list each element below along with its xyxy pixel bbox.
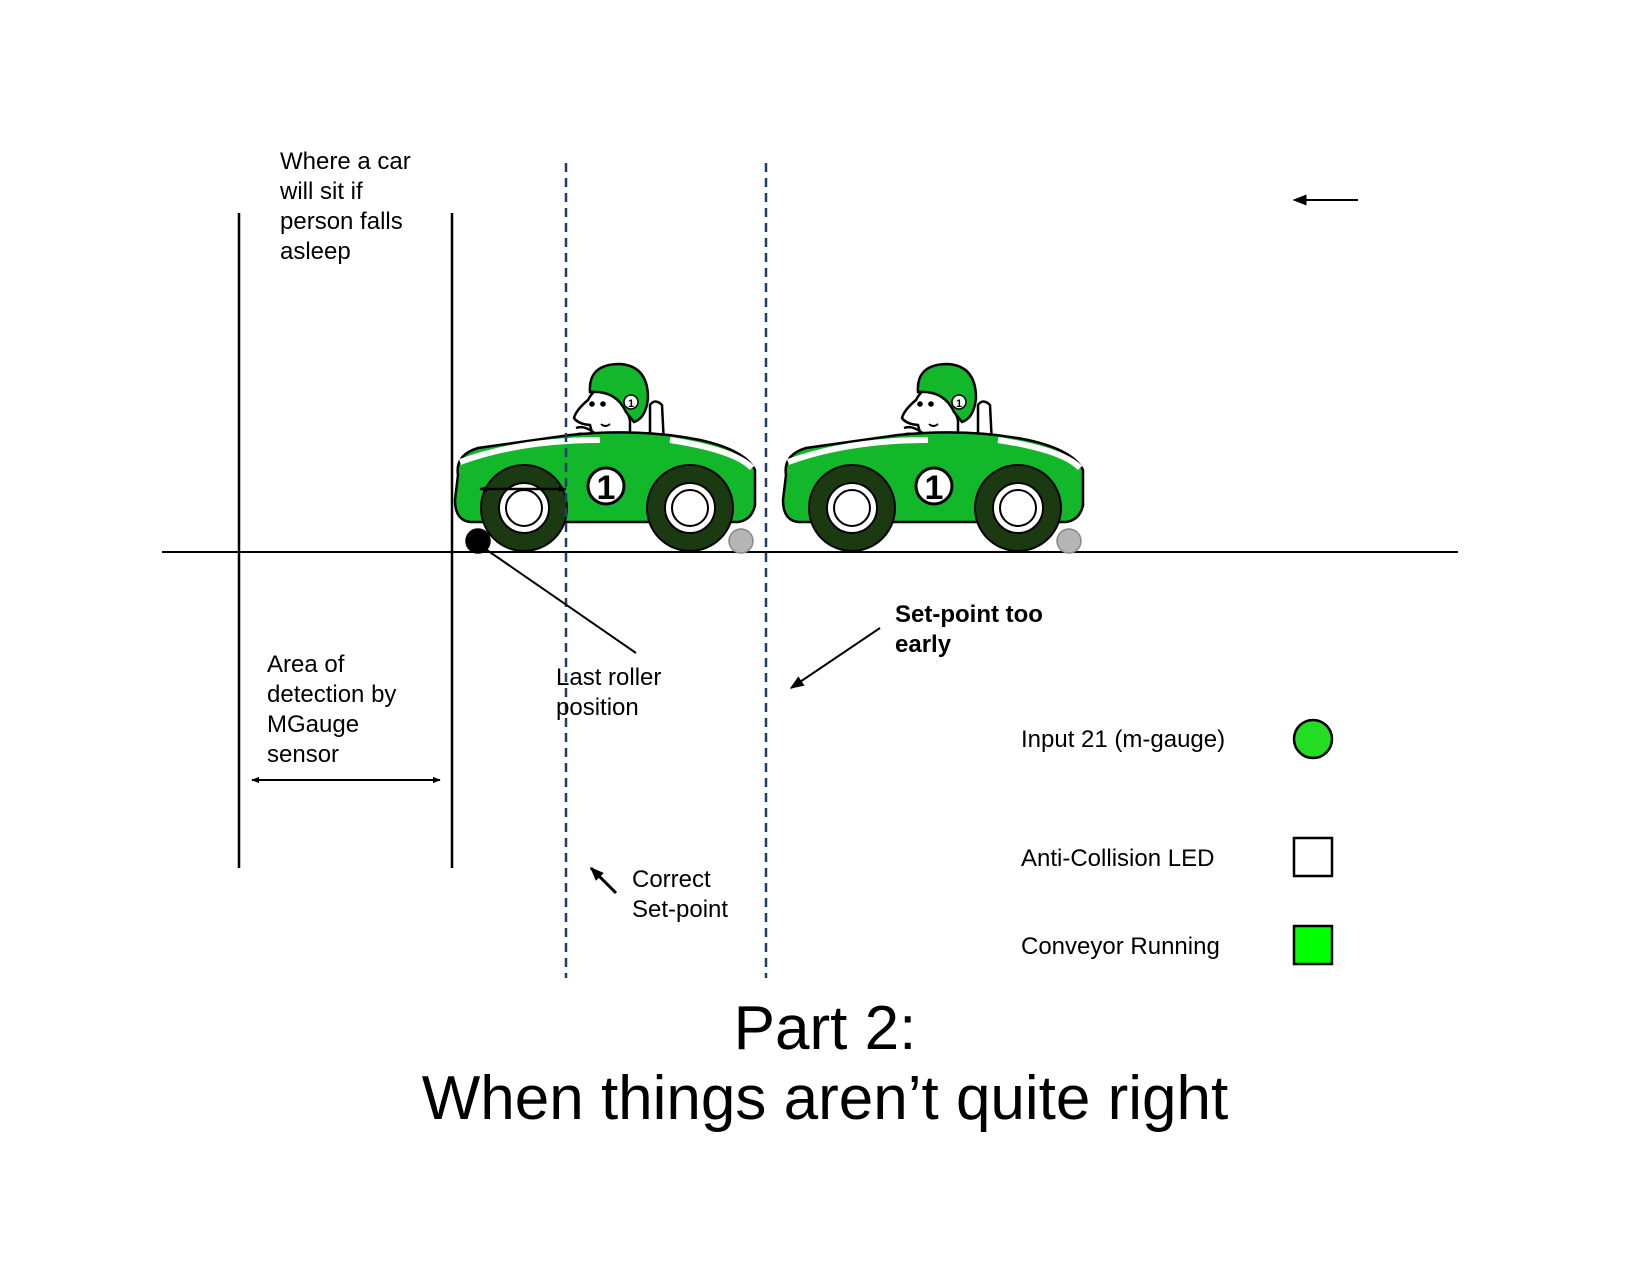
title-line-2: When things aren’t quite right (421, 1064, 1229, 1133)
legend-input-21-label: Input 21 (m-gauge) (1021, 726, 1226, 753)
correct-setpoint-arrow (589, 866, 618, 895)
last-roller (465, 528, 491, 554)
legend-anti-collision-label: Anti-Collision LED (1021, 845, 1215, 872)
input-21-indicator (1292, 718, 1334, 760)
conveyor-running-indicator (1292, 924, 1334, 966)
race-car-icon (783, 364, 1083, 551)
anti-collision-led-indicator (1292, 836, 1334, 878)
legend-conveyor-running-label: Conveyor Running (1021, 933, 1220, 960)
roller (1056, 528, 1082, 554)
detection-area-label: Area of detection by MGauge sensor (267, 651, 397, 768)
title-line-1: Part 2: (733, 994, 917, 1063)
setpoint-early-arrow (789, 627, 881, 689)
race-car-icon (455, 364, 755, 551)
last-roller-leader (483, 547, 637, 654)
last-roller-label: Last roller position (556, 664, 662, 721)
setpoint-early-label: Set-point too early (895, 601, 1043, 658)
roller (728, 528, 754, 554)
correct-setpoint-label: Correct Set-point (632, 866, 729, 923)
asleep-note-label: Where a car will sit if person falls asl… (280, 148, 411, 265)
